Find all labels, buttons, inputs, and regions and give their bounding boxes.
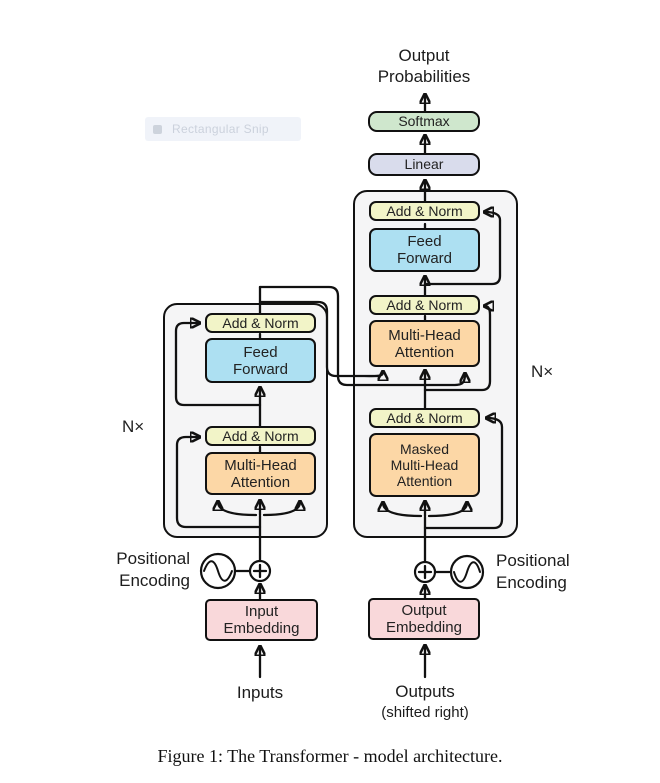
positional-encoding-right-icons bbox=[413, 554, 485, 590]
decoder-internal-arrows bbox=[425, 212, 504, 530]
add-norm-label: Add & Norm bbox=[386, 202, 463, 219]
encoder-add-norm-2-box: Add & Norm bbox=[205, 313, 316, 333]
input-embedding-label: Input Embedding bbox=[223, 603, 300, 637]
multi-head-attention-label: Multi-Head Attention bbox=[388, 326, 461, 361]
add-norm-label: Add & Norm bbox=[222, 427, 299, 444]
encoder-add-norm-1-box: Add & Norm bbox=[205, 426, 316, 446]
positional-encoding-right-label: Positional Encoding bbox=[496, 551, 570, 592]
softmax-box: Softmax bbox=[368, 111, 480, 132]
figure-caption: Figure 1: The Transformer - model archit… bbox=[157, 746, 503, 766]
feed-forward-label: Feed Forward bbox=[396, 233, 452, 267]
encoder-feed-forward-box: Feed Forward bbox=[205, 338, 316, 383]
decoder-add-norm-2-box: Add & Norm bbox=[369, 295, 480, 315]
add-norm-label: Add & Norm bbox=[386, 409, 463, 426]
outputs-label-line1: Outputs bbox=[395, 682, 455, 701]
snip-tooltip: Rectangular Snip bbox=[145, 117, 301, 141]
decoder-add-norm-1-box: Add & Norm bbox=[369, 408, 480, 428]
feed-forward-label: Feed Forward bbox=[232, 343, 288, 378]
snip-tooltip-label: Rectangular Snip bbox=[172, 122, 269, 136]
outputs-label: Outputs (shifted right) bbox=[364, 681, 486, 723]
encoder-multi-head-attention-box: Multi-Head Attention bbox=[205, 452, 316, 495]
n-times-right-label: N× bbox=[531, 362, 554, 381]
output-embedding-box: Output Embedding bbox=[368, 598, 480, 640]
add-norm-label: Add & Norm bbox=[222, 314, 299, 331]
decoder-add-norm-3-box: Add & Norm bbox=[369, 201, 480, 221]
linear-label: Linear bbox=[404, 156, 444, 172]
decoder-feed-forward-box: Feed Forward bbox=[369, 228, 480, 272]
positional-encoding-left-icons bbox=[199, 552, 272, 590]
multi-head-attention-label: Multi-Head Attention bbox=[224, 456, 297, 491]
snip-rectangle-icon bbox=[153, 124, 162, 134]
softmax-label: Softmax bbox=[398, 113, 450, 129]
positional-encoding-left-label: Positional Encoding bbox=[116, 549, 190, 590]
decoder-input-arrows bbox=[383, 502, 467, 679]
add-norm-label: Add & Norm bbox=[386, 296, 463, 313]
masked-multi-head-attention-label: Masked Multi-Head Attention bbox=[390, 441, 459, 489]
inputs-label: Inputs bbox=[236, 683, 284, 702]
decoder-masked-multi-head-attention-box: Masked Multi-Head Attention bbox=[369, 433, 480, 497]
n-times-left-label: N× bbox=[122, 417, 145, 436]
input-embedding-box: Input Embedding bbox=[205, 599, 318, 641]
outputs-shifted-right-note: (shifted right) bbox=[381, 704, 469, 721]
output-probabilities-label: Output Probabilities bbox=[377, 46, 471, 86]
encoder-input-arrows bbox=[218, 501, 300, 679]
decoder-multi-head-attention-box: Multi-Head Attention bbox=[369, 320, 480, 367]
encoder-internal-arrows bbox=[174, 323, 260, 529]
linear-box: Linear bbox=[368, 153, 480, 176]
encoder-to-decoder-arrows bbox=[258, 285, 465, 387]
output-embedding-label: Output Embedding bbox=[386, 602, 462, 636]
